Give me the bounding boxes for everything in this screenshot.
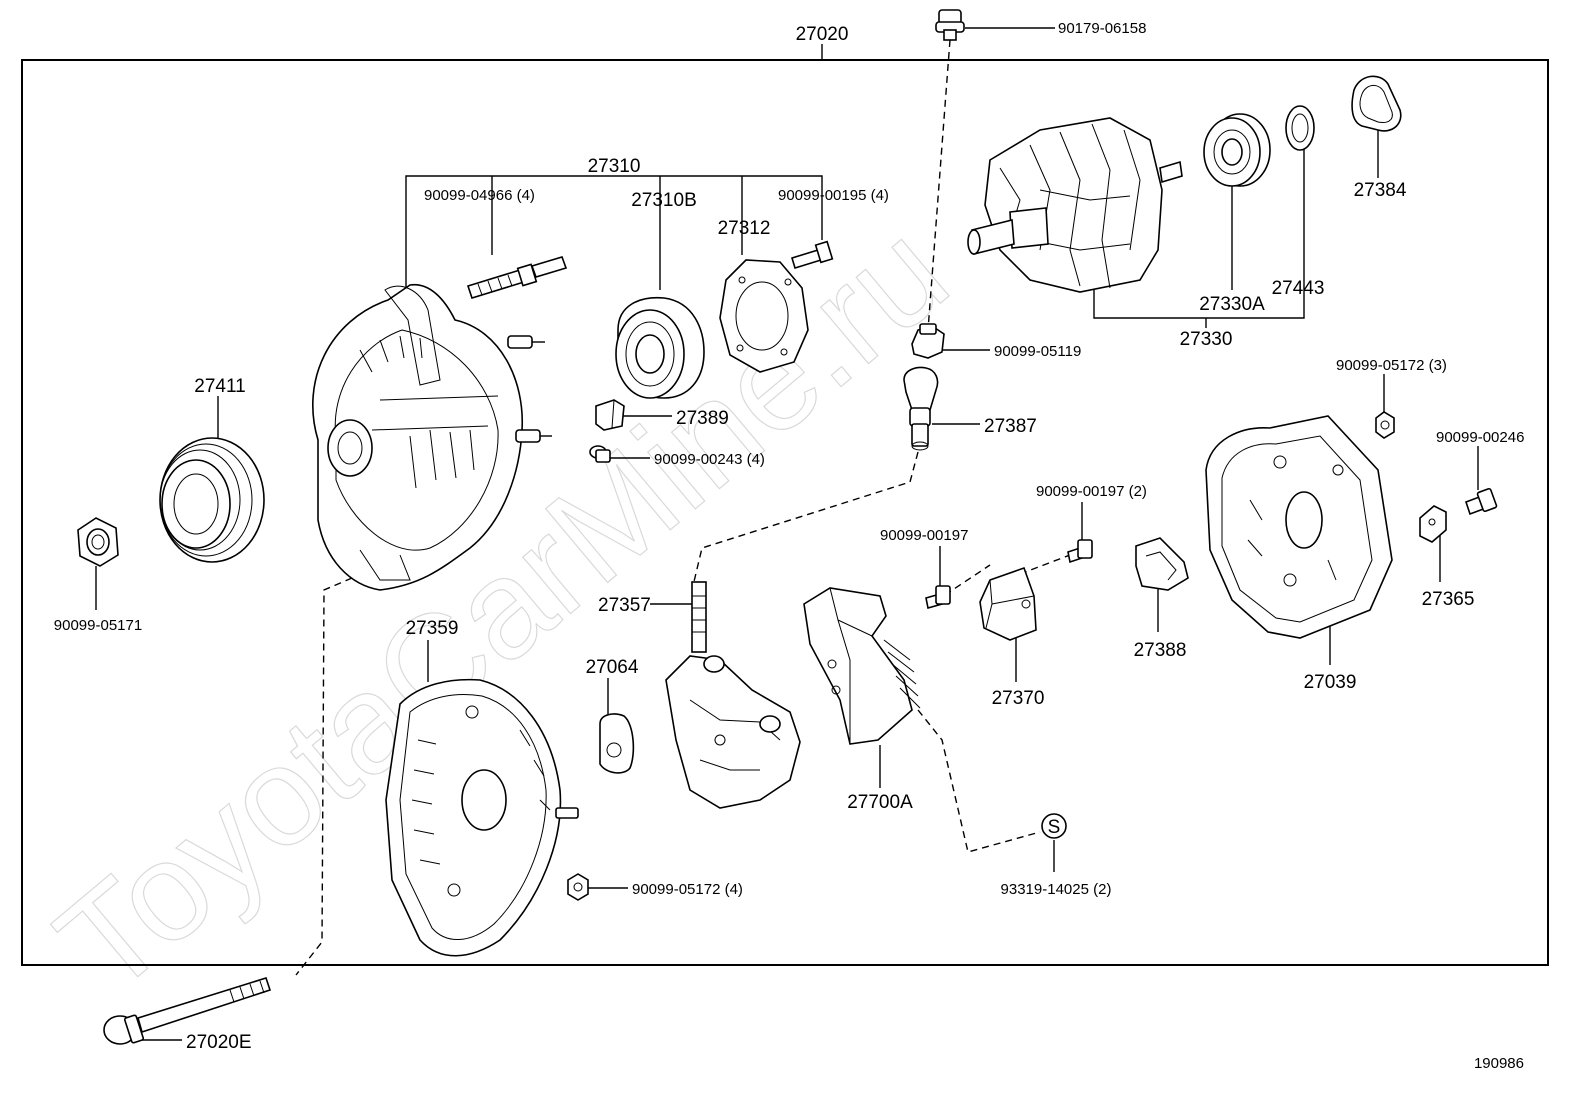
diagram-number: 190986	[1474, 1055, 1524, 1072]
label-90099-00243: 90099-00243 (4)	[654, 451, 765, 468]
rectifier-end-frame-27359	[385, 678, 579, 957]
bolt-90179-06158	[935, 9, 965, 41]
brush-holder-27370	[979, 566, 1037, 641]
label-27700A: 27700A	[847, 792, 913, 813]
label-90099-04966: 90099-04966 (4)	[424, 187, 535, 204]
label-27039: 27039	[1304, 672, 1357, 693]
assembly-frame	[21, 59, 1549, 966]
label-27064: 27064	[586, 657, 639, 678]
plate-27365	[1419, 505, 1447, 543]
bolt-90099-00246	[1464, 487, 1498, 516]
label-27310: 27310	[588, 156, 641, 177]
nut-90099-05171	[77, 517, 119, 567]
pulley-27411	[159, 437, 265, 563]
label-90099-00197: 90099-00197	[880, 527, 968, 544]
label-27310B: 27310B	[631, 190, 697, 211]
label-27370: 27370	[992, 688, 1045, 709]
clip-27389	[595, 399, 625, 431]
label-90099-05172-3: 90099-05172 (3)	[1336, 357, 1447, 374]
label-27330A: 27330A	[1199, 294, 1265, 315]
drive-end-frame	[312, 283, 552, 591]
label-27365: 27365	[1422, 589, 1475, 610]
label-27359: 27359	[406, 618, 459, 639]
spec-symbol: S	[1041, 813, 1067, 839]
label-27357: 27357	[598, 595, 651, 616]
leader-lines	[95, 27, 1479, 1041]
assembly-dashed-lines	[295, 39, 1071, 976]
bolt-90099-00197	[925, 585, 951, 610]
label-90099-05119: 90099-05119	[994, 343, 1081, 360]
bearing-27310B	[615, 296, 705, 399]
nut-90099-05172-4	[567, 873, 589, 901]
label-90099-05172-4: 90099-05172 (4)	[632, 881, 743, 898]
gasket-27384	[1351, 75, 1402, 132]
label-27020E: 27020E	[186, 1032, 252, 1053]
label-90099-00195: 90099-00195 (4)	[778, 187, 889, 204]
through-bolt-27020E	[103, 977, 272, 1045]
label-27387: 27387	[984, 416, 1037, 437]
nut-90099-05172-3	[1375, 411, 1395, 439]
rotor-27330	[967, 117, 1183, 293]
label-27020: 27020	[796, 24, 849, 45]
label-27312: 27312	[718, 218, 771, 239]
label-27388: 27388	[1134, 640, 1187, 661]
terminal-plate-27357	[665, 581, 801, 809]
rear-cover-27039	[1205, 415, 1393, 639]
label-27384: 27384	[1354, 180, 1407, 201]
svg-text:S: S	[1048, 817, 1061, 838]
screw-90099-00243	[589, 445, 611, 463]
terminal-insulator-27387	[903, 366, 939, 451]
regulator-27700A	[803, 587, 921, 745]
retainer-27312	[719, 259, 809, 373]
nut-90099-05119	[911, 323, 945, 359]
part-labels: 27020 90179-06158 27310 90099-04966 (4) …	[54, 20, 1525, 1072]
screw-90099-00195	[791, 240, 834, 270]
label-27330: 27330	[1180, 329, 1233, 350]
label-90099-00197-2: 90099-00197 (2)	[1036, 483, 1147, 500]
bearing-27330A	[1203, 113, 1271, 187]
label-27411: 27411	[194, 376, 245, 397]
insulator-27064	[599, 713, 635, 774]
label-90179-06158: 90179-06158	[1058, 20, 1146, 37]
bolt-90099-00197-2	[1067, 539, 1093, 564]
label-90099-00246: 90099-00246	[1436, 429, 1524, 446]
label-90099-05171: 90099-05171	[54, 617, 142, 634]
label-93319-14025: 93319-14025 (2)	[1001, 881, 1112, 898]
stud-bolt-90099-04966	[466, 256, 568, 299]
cover-27443	[1285, 105, 1315, 151]
holder-insulator-27388	[1135, 537, 1189, 591]
label-27443: 27443	[1272, 278, 1325, 299]
label-27389: 27389	[676, 408, 729, 429]
